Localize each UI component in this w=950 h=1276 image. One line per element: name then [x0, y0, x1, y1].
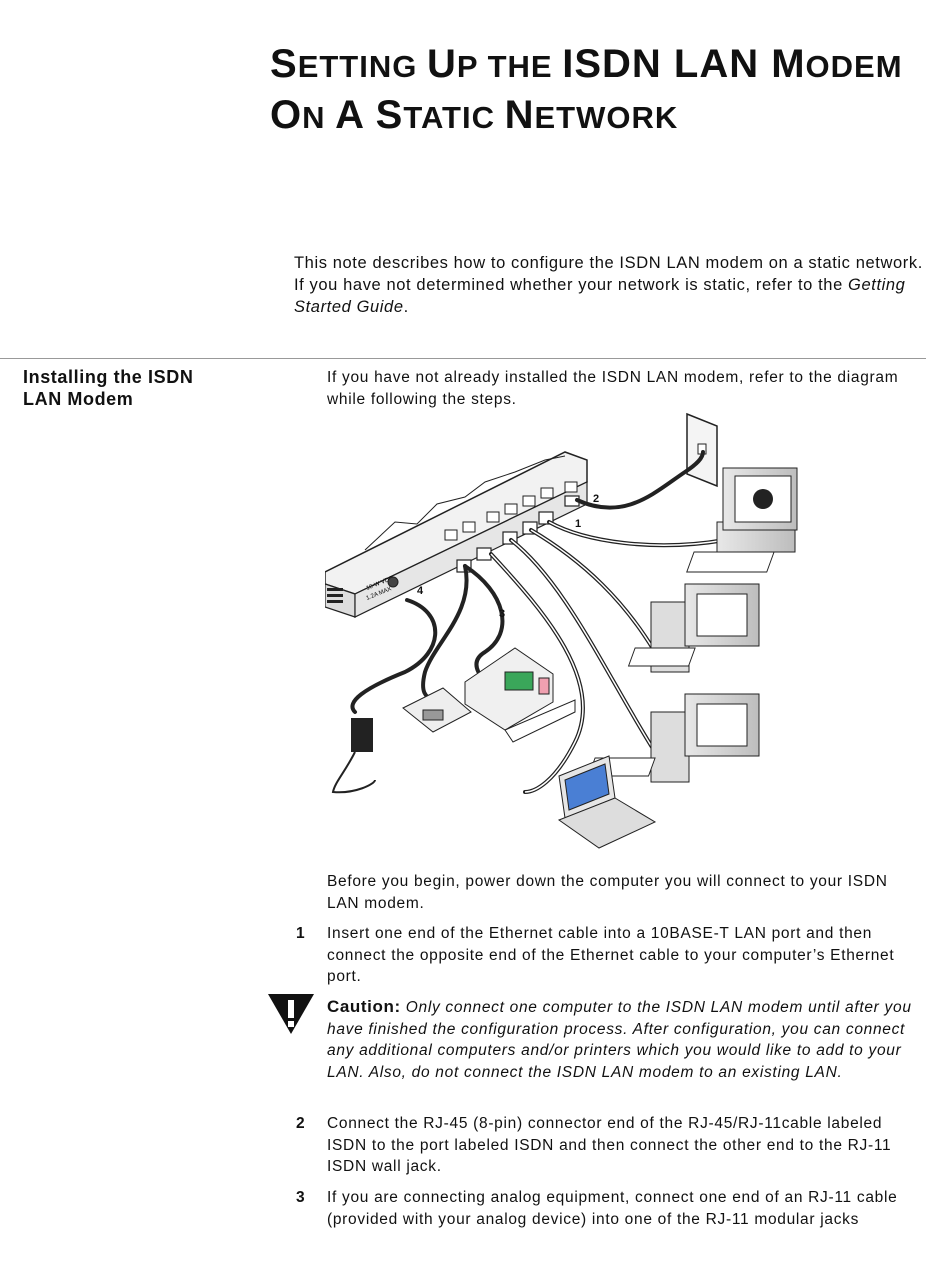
step-1-text: Insert one end of the Ethernet cable int… — [327, 925, 895, 985]
telephone — [402, 687, 472, 733]
wall-jack — [686, 412, 718, 488]
before-begin-note: Before you begin, power down the compute… — [327, 873, 888, 912]
isdn-lan-modem: 10-W VDC 1.2A MAX — [325, 451, 588, 618]
caution-block: Caution: Only connect one computer to th… — [327, 996, 922, 1083]
diagram-label-analog: 3 — [499, 608, 505, 620]
section-divider — [0, 358, 926, 359]
computer-3 — [587, 693, 760, 783]
diagram-label-isdn: 2 — [593, 493, 599, 505]
step-2-number: 2 — [296, 1115, 305, 1132]
computer-1 — [686, 467, 798, 573]
diagram-label-power: 4 — [417, 585, 424, 597]
step-1-number: 1 — [296, 925, 305, 942]
intro-paragraph: This note describes how to configure the… — [294, 254, 923, 316]
page-title: SETTING UP THE ISDN LAN MODEM ON A STATI… — [270, 40, 903, 142]
title-line-1: SETTING UP THE ISDN LAN MODEM — [270, 42, 903, 86]
diagram-label-ethernet: 1 — [575, 518, 581, 530]
step-3-text: If you are connecting analog equipment, … — [327, 1189, 898, 1228]
guide-reference: Getting Started Guide — [294, 276, 906, 316]
power-adapter — [331, 718, 376, 794]
step-2-text: Connect the RJ-45 (8-pin) connector end … — [327, 1115, 892, 1175]
step-3-number: 3 — [296, 1189, 305, 1206]
title-line-2: ON A STATIC NETWORK — [270, 93, 679, 137]
warning-icon — [268, 994, 314, 1034]
section-heading: Installing the ISDN LAN Modem — [23, 367, 194, 409]
section-lead: If you have not already installed the IS… — [327, 369, 899, 408]
caution-text: Only connect one computer to the ISDN LA… — [327, 999, 912, 1081]
computer-2 — [627, 583, 760, 673]
installation-diagram: 10-W VDC 1.2A MAX 2 1 4 3 — [325, 412, 798, 849]
laptop — [557, 755, 657, 849]
caution-label: Caution: — [327, 997, 401, 1016]
printer — [464, 647, 576, 743]
